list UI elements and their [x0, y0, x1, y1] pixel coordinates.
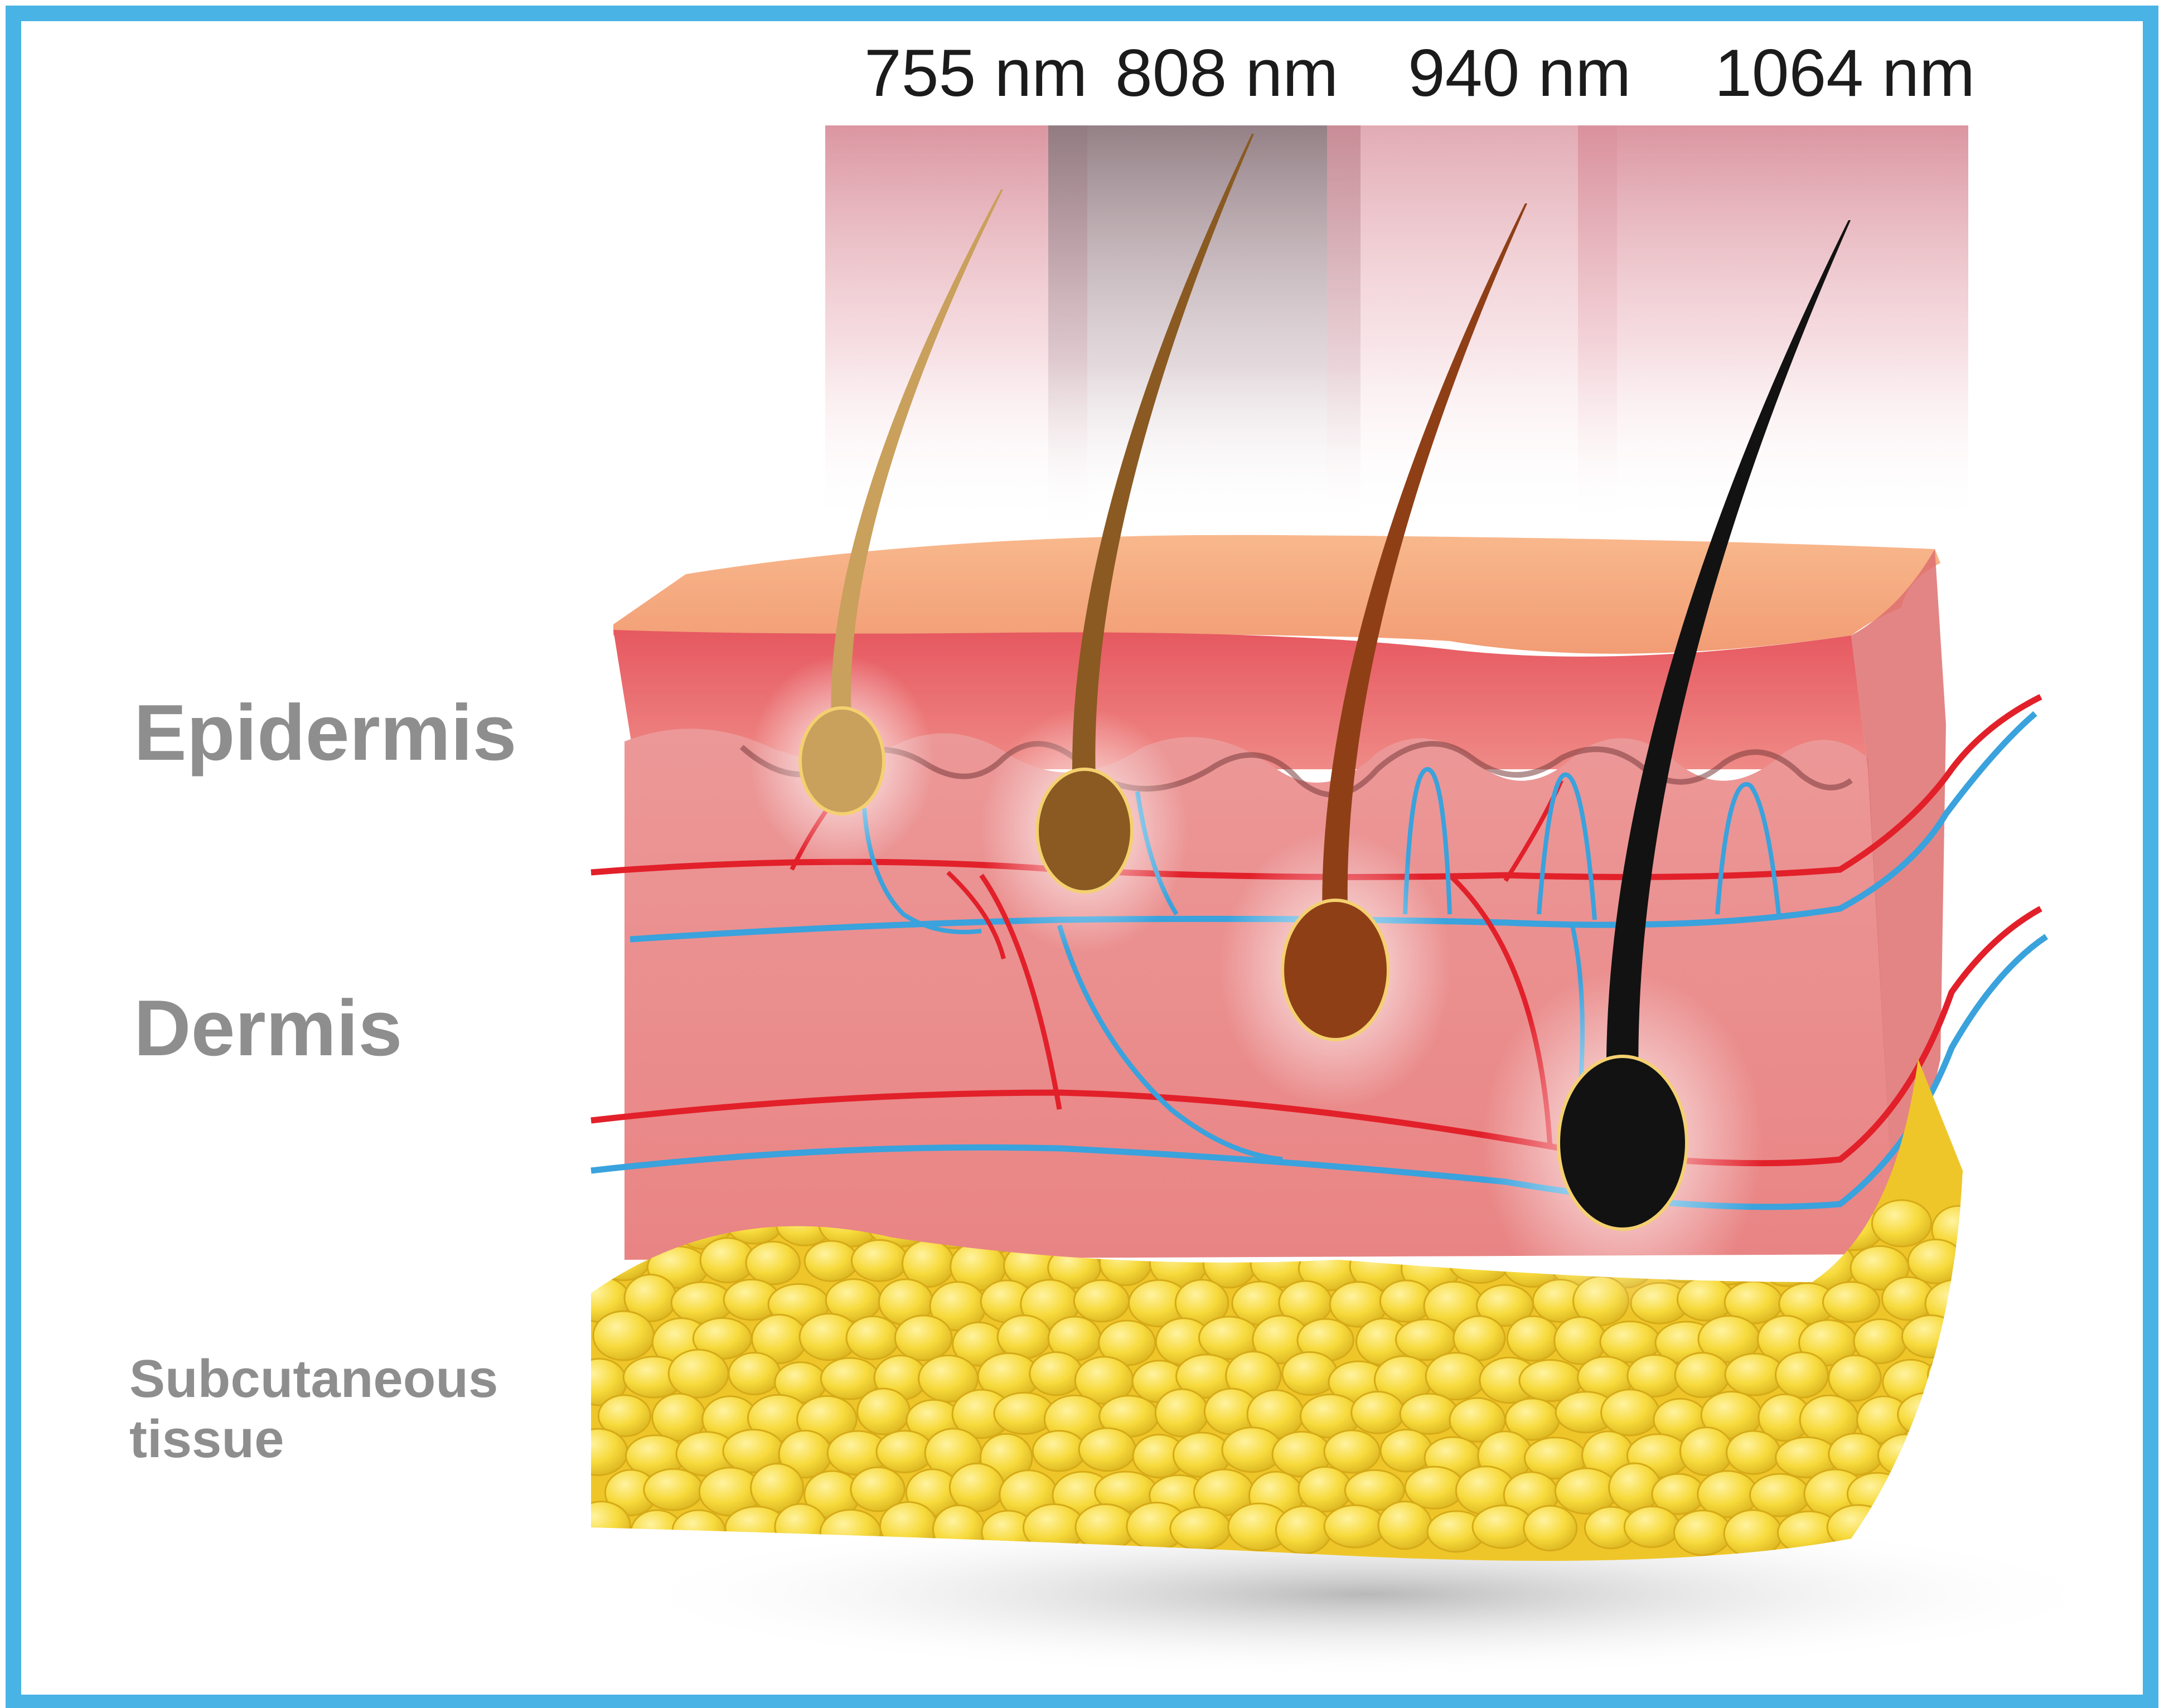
- laser-beams: [825, 125, 1968, 527]
- fat-cell: [950, 1463, 1004, 1511]
- fat-cell: [1324, 1505, 1386, 1547]
- subcutaneous-tissue-label: Subcutaneous tissue: [129, 1349, 553, 1469]
- beam-1064: [1578, 125, 1968, 527]
- hair-bulb: [1558, 1056, 1687, 1229]
- epidermis-label: Epidermis: [134, 688, 517, 777]
- fat-cell: [1378, 1502, 1431, 1549]
- fat-cell: [1324, 1430, 1379, 1473]
- beam-808: [1048, 125, 1361, 527]
- fat-cell: [1524, 1506, 1577, 1550]
- fat-cell: [1775, 1352, 1828, 1398]
- fat-cell: [1074, 1280, 1129, 1322]
- hair-bulb: [800, 708, 884, 814]
- fat-cell: [729, 1353, 780, 1395]
- fat-cell: [1675, 1353, 1730, 1398]
- fat-cell: [1823, 1282, 1879, 1322]
- fat-cell: [998, 1316, 1050, 1358]
- fat-cell: [1829, 1355, 1881, 1401]
- fat-cell: [1680, 1428, 1732, 1476]
- fat-cell: [1624, 1507, 1679, 1547]
- fat-cell: [669, 1350, 728, 1398]
- fat-cell: [1352, 1392, 1404, 1434]
- fat-cell: [1400, 1394, 1458, 1434]
- wavelength-label-808: 808 nm: [1115, 35, 1338, 111]
- fat-cell: [1155, 1389, 1208, 1437]
- beam-755: [825, 125, 1087, 527]
- fat-cell: [851, 1240, 907, 1282]
- fat-cell: [1727, 1431, 1780, 1474]
- fat-cell: [846, 1316, 899, 1359]
- fat-cell: [1426, 1353, 1486, 1400]
- fat-cell: [1507, 1316, 1559, 1361]
- fat-cell: [1282, 1352, 1337, 1395]
- fat-cell: [805, 1241, 858, 1281]
- fat-cell: [1674, 1511, 1731, 1555]
- fat-cell: [1299, 1467, 1352, 1511]
- fat-cell: [858, 1389, 910, 1434]
- fat-cell: [644, 1469, 703, 1510]
- hair-bulb: [1037, 769, 1132, 892]
- fat-cell: [1381, 1430, 1432, 1472]
- fat-cell: [1030, 1352, 1083, 1395]
- fat-cell: [1170, 1507, 1231, 1550]
- fat-cell: [1033, 1431, 1085, 1471]
- fat-cell: [593, 1311, 654, 1360]
- hair-bulb: [1282, 900, 1388, 1040]
- fat-cell: [1829, 1433, 1883, 1474]
- wavelength-label-940: 940 nm: [1408, 35, 1631, 111]
- fat-cell: [1079, 1428, 1135, 1471]
- fat-cell: [1872, 1200, 1931, 1246]
- fat-cell: [1276, 1506, 1331, 1554]
- wavelength-label-1064: 1064 nm: [1715, 35, 1975, 111]
- wavelength-label-755: 755 nm: [864, 35, 1087, 111]
- dermis-label: Dermis: [134, 984, 402, 1073]
- fat-cell: [746, 1241, 800, 1284]
- fat-cell: [1601, 1390, 1659, 1435]
- fat-cell: [895, 1316, 952, 1361]
